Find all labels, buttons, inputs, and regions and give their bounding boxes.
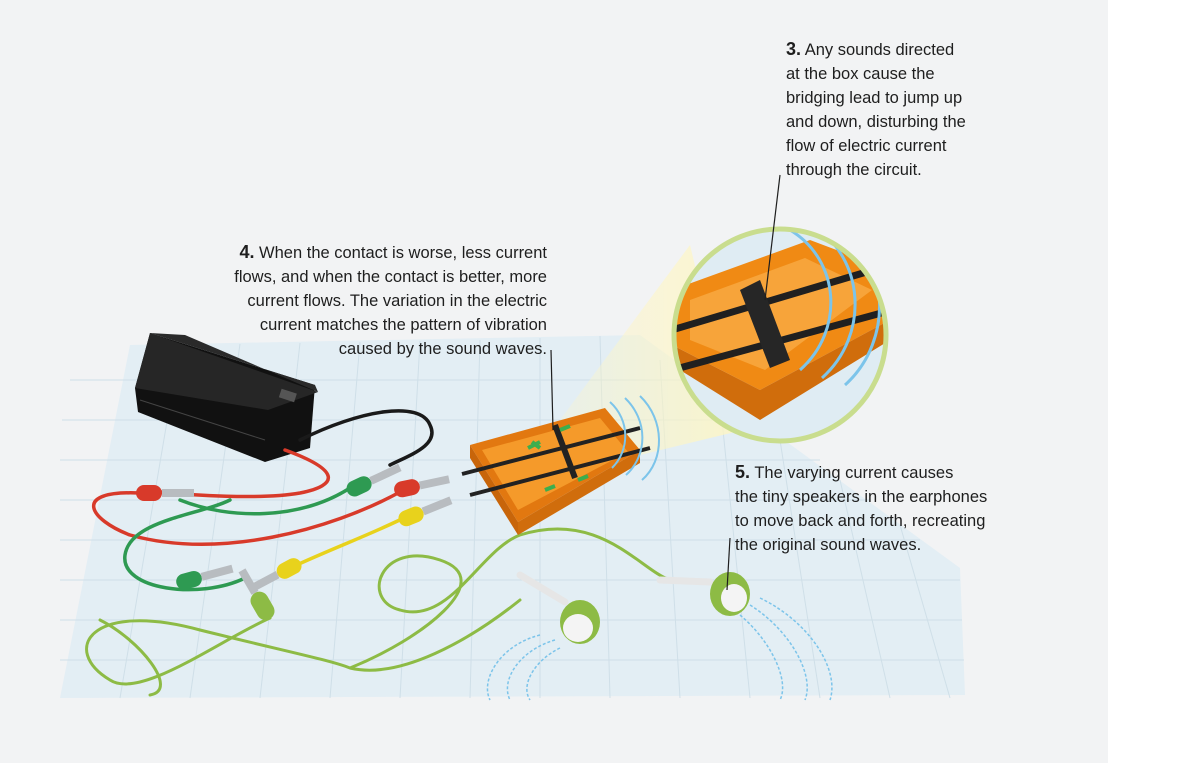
earphone-icon-left	[516, 571, 600, 644]
callout-step-5: 5. The varying current causes the tiny s…	[735, 460, 987, 557]
red-wire	[158, 448, 331, 499]
black-wire	[298, 409, 434, 467]
callout-4-line-2: flows, and when the contact is better, m…	[234, 268, 547, 286]
callout-5-line-3: to move back and forth, recreating	[735, 512, 986, 530]
sound-waves-box	[609, 395, 660, 481]
magnifier-lens-icon	[671, 226, 889, 444]
callout-4-line-5: caused by the sound waves.	[338, 340, 547, 358]
wires	[85, 409, 672, 697]
callout-3-line-2: at the box cause the	[786, 65, 935, 83]
sound-waves-earphones	[486, 597, 833, 701]
callout-4-number: 4.	[239, 242, 255, 262]
callout-3-line-4: and down, disturbing the	[786, 113, 966, 131]
microphone-box-icon	[461, 408, 651, 535]
callout-3-line-3: bridging lead to jump up	[786, 89, 963, 107]
leader-line-4	[550, 349, 554, 431]
callout-5-line-2: the tiny speakers in the earphones	[735, 488, 988, 506]
callout-4-line-1: When the contact is worse, less current	[259, 244, 547, 262]
callout-5-number: 5.	[735, 462, 751, 482]
callout-step-3: 3. Any sounds directed at the box cause …	[786, 37, 966, 182]
callout-3-line-5: flow of electric current	[786, 137, 947, 155]
callout-step-4: 4. When the contact is worse, less curre…	[190, 240, 547, 361]
callout-4-line-4: current matches the pattern of vibration	[259, 316, 547, 334]
earphone-cord	[85, 527, 672, 686]
illustration	[60, 174, 965, 701]
page: 3. Any sounds directed at the box cause …	[0, 0, 1108, 763]
battery-pack-icon	[135, 333, 318, 462]
crocodile-clip-icons	[136, 463, 453, 621]
leader-lines	[550, 174, 781, 591]
callout-4-line-3: current flows. The variation in the elec…	[247, 292, 547, 310]
callout-3-line-6: through the circuit.	[786, 161, 922, 179]
yellow-wire	[288, 513, 412, 570]
earphone-icon-right	[656, 572, 750, 616]
callout-5-line-4: the original sound waves.	[735, 536, 922, 554]
callout-5-line-1: The varying current causes	[754, 464, 954, 482]
leader-line-3	[764, 174, 781, 301]
green-wire	[178, 486, 352, 516]
callout-3-line-1: Any sounds directed	[804, 41, 955, 59]
callout-3-number: 3.	[786, 39, 802, 59]
leader-line-5	[726, 537, 731, 591]
